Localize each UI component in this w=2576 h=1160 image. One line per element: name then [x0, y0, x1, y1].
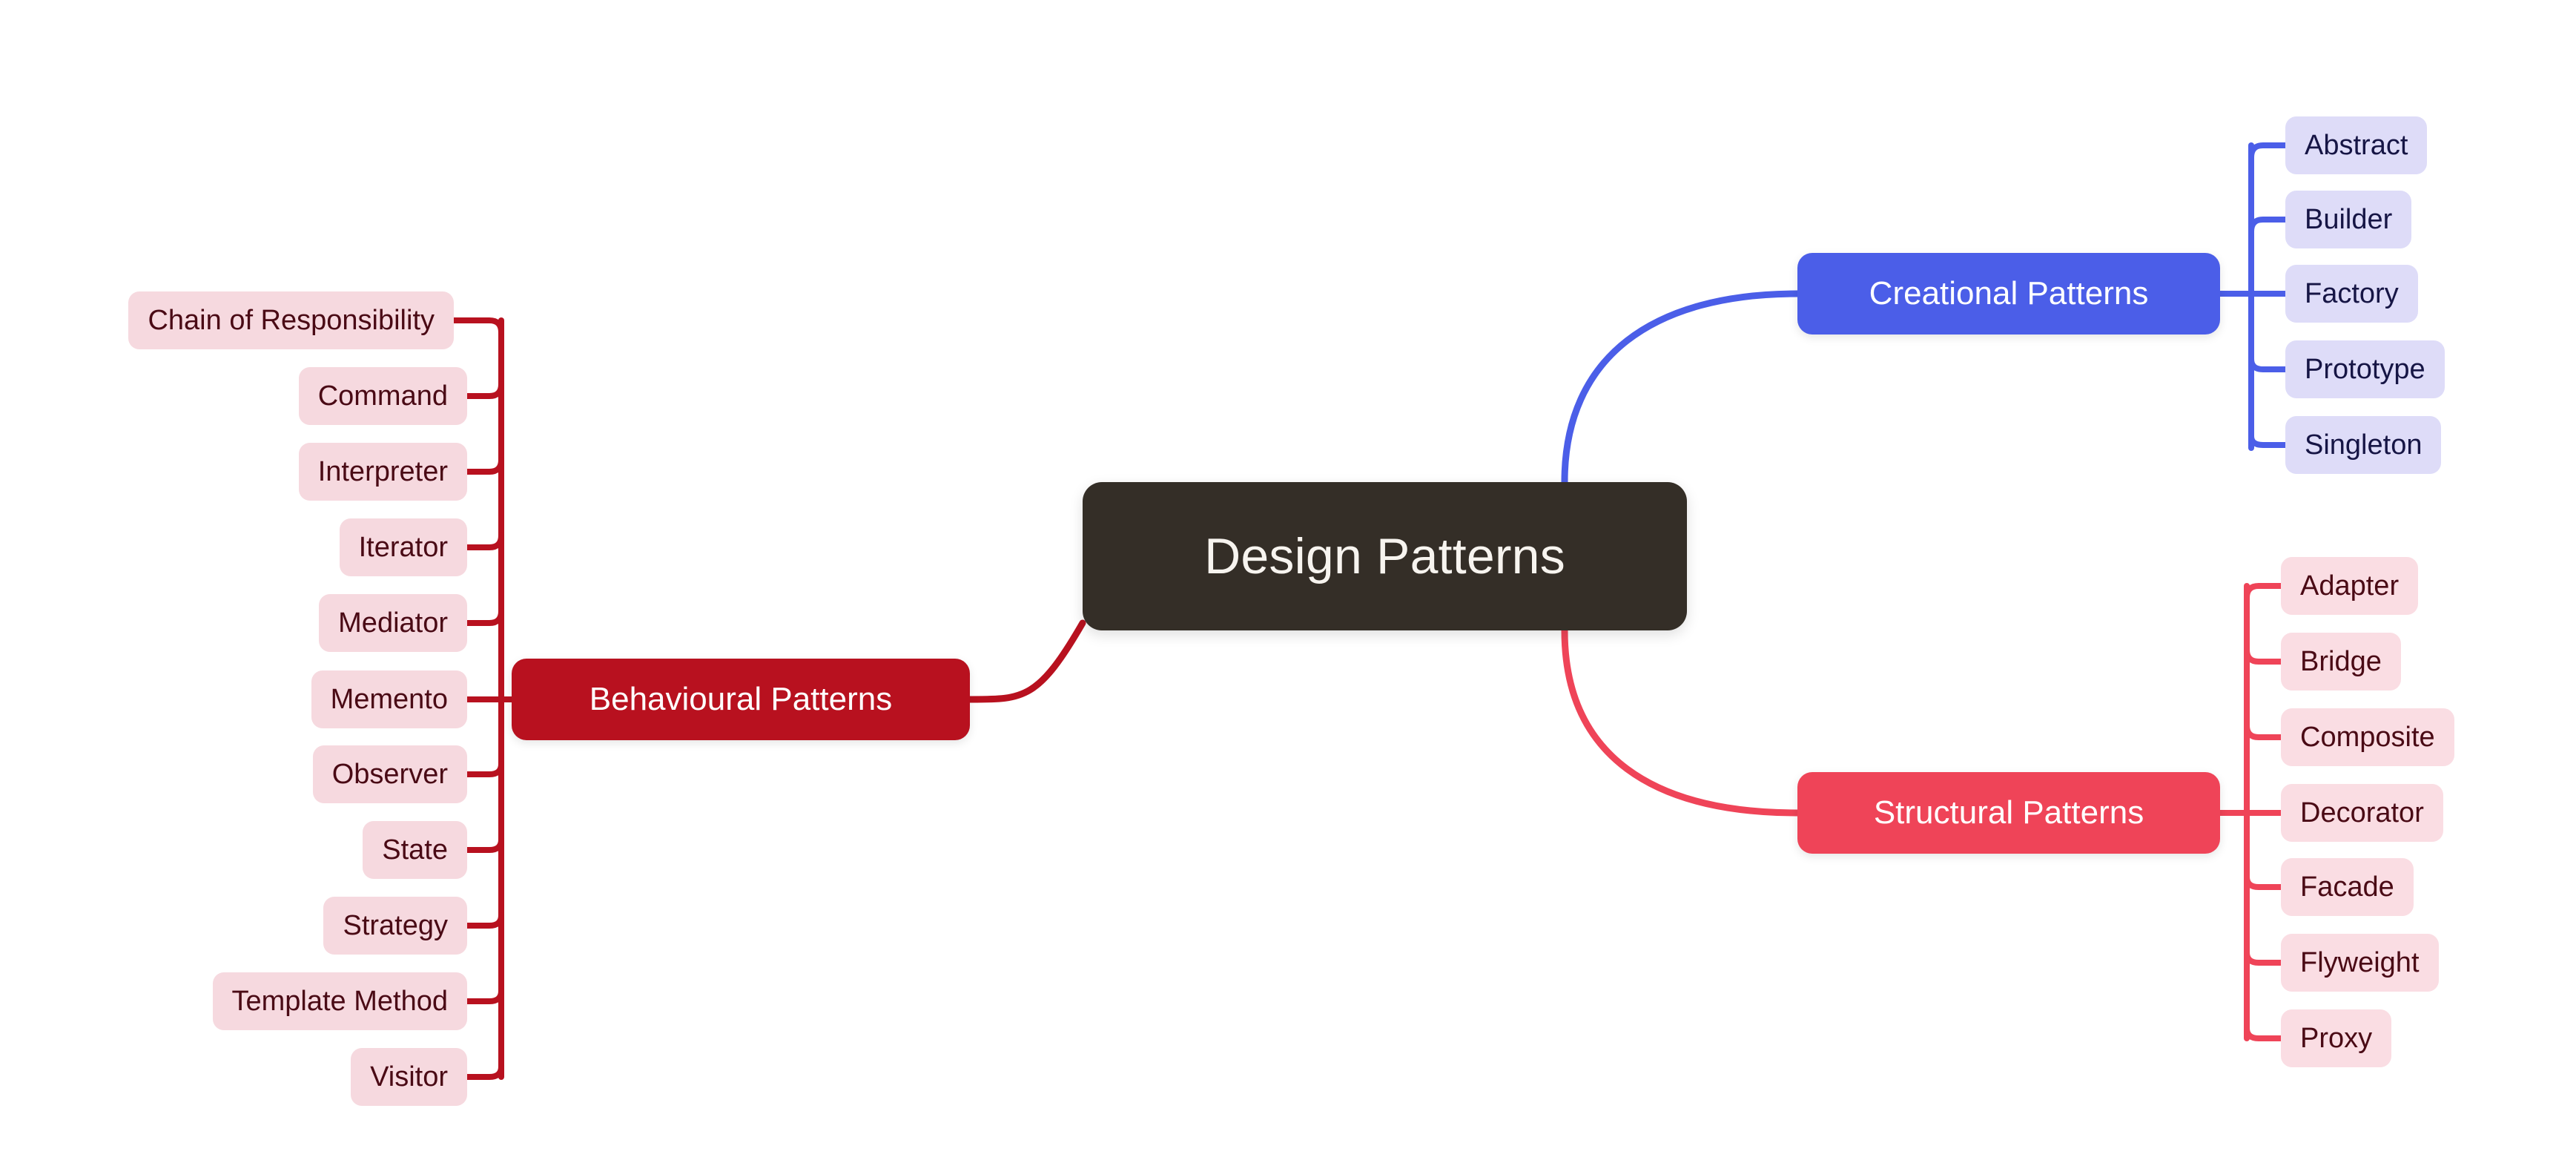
leaf-node-observer[interactable]: Observer	[312, 745, 467, 803]
connector-behavioural-leaf-0	[451, 317, 504, 335]
connector-root-structural	[1561, 627, 1801, 817]
branch-node-structural-patterns[interactable]: Structural Patterns	[1797, 772, 2220, 854]
leaf-node-label: Builder	[2305, 203, 2393, 235]
connector-behavioural-leaf-6	[464, 761, 504, 777]
leaf-node-label: Template Method	[231, 985, 449, 1017]
connector-structural-leaf-0	[2244, 583, 2284, 601]
leaf-node-factory[interactable]: Factory	[2285, 265, 2418, 323]
root-node-label: Design Patterns	[1204, 528, 1565, 584]
leaf-node-label: Bridge	[2300, 645, 2382, 677]
leaf-node-memento[interactable]: Memento	[311, 670, 467, 728]
connector-structural-leaf-5	[2244, 949, 2284, 966]
connector-structural-leaf-2	[2244, 722, 2284, 740]
leaf-node-mediator[interactable]: Mediator	[319, 594, 467, 652]
leaf-node-visitor[interactable]: Visitor	[351, 1048, 467, 1106]
leaf-node-label: Iterator	[358, 531, 448, 563]
connector-behavioural-leaf-7	[464, 837, 504, 853]
connector-root-creational	[1561, 290, 1801, 486]
root-node-design-patterns[interactable]: Design Patterns	[1083, 482, 1687, 630]
leaf-node-label: Decorator	[2300, 797, 2424, 828]
connector-behavioural-leaf-9	[464, 988, 504, 1004]
leaf-node-label: Singleton	[2305, 429, 2423, 461]
leaf-node-command[interactable]: Command	[298, 367, 467, 425]
leaf-node-abstract[interactable]: Abstract	[2285, 116, 2428, 174]
leaf-node-label: Chain of Responsibility	[148, 304, 435, 336]
leaf-node-singleton[interactable]: Singleton	[2285, 416, 2442, 474]
connector-behavioural-leaf-3	[464, 533, 504, 550]
connector-behavioural-leaf-4	[464, 608, 504, 626]
connector-creational-leaf-3	[2248, 356, 2288, 372]
leaf-node-chain-of-responsibility[interactable]: Chain of Responsibility	[128, 291, 454, 349]
leaf-node-composite[interactable]: Composite	[2281, 708, 2454, 766]
connector-creational-leaf-4	[2248, 433, 2288, 448]
connector-creational-leaf-1	[2248, 217, 2288, 232]
leaf-node-label: Mediator	[338, 607, 448, 639]
leaf-node-label: Memento	[330, 683, 448, 715]
branch-node-creational-patterns[interactable]: Creational Patterns	[1797, 253, 2220, 335]
leaf-node-label: Visitor	[370, 1061, 448, 1093]
leaf-node-label: Proxy	[2300, 1022, 2373, 1054]
branch-node-label: Structural Patterns	[1873, 794, 2144, 831]
leaf-node-decorator[interactable]: Decorator	[2281, 784, 2443, 842]
leaf-node-adapter[interactable]: Adapter	[2281, 557, 2419, 615]
leaf-node-facade[interactable]: Facade	[2281, 858, 2414, 916]
leaf-node-flyweight[interactable]: Flyweight	[2281, 934, 2439, 992]
leaf-node-label: Facade	[2300, 871, 2394, 903]
leaf-node-label: Interpreter	[317, 455, 448, 487]
leaf-node-label: Observer	[331, 758, 448, 790]
connector-creational-leaf-0	[2248, 142, 2288, 171]
connector-behavioural-leaf-8	[464, 912, 504, 929]
connector-structural-leaf-6	[2244, 1025, 2284, 1041]
branch-node-label: Behavioural Patterns	[589, 681, 893, 717]
leaf-node-proxy[interactable]: Proxy	[2281, 1009, 2392, 1067]
leaf-node-label: Factory	[2305, 277, 2399, 309]
leaf-node-state[interactable]: State	[363, 821, 467, 879]
leaf-node-prototype[interactable]: Prototype	[2285, 340, 2445, 398]
connector-behavioural-leaf-2	[464, 457, 504, 475]
leaf-node-bridge[interactable]: Bridge	[2281, 633, 2401, 691]
branch-node-label: Creational Patterns	[1869, 275, 2149, 312]
leaf-node-label: Strategy	[343, 909, 448, 941]
leaf-node-label: Flyweight	[2300, 946, 2420, 978]
leaf-node-template-method[interactable]: Template Method	[212, 972, 467, 1030]
leaf-node-label: Abstract	[2305, 129, 2408, 161]
leaf-node-label: State	[382, 834, 448, 866]
leaf-node-label: Composite	[2300, 721, 2435, 753]
leaf-node-builder[interactable]: Builder	[2285, 191, 2412, 248]
leaf-node-interpreter[interactable]: Interpreter	[298, 443, 467, 501]
connector-behavioural-leaf-1	[464, 381, 504, 399]
connector-structural-leaf-1	[2244, 647, 2284, 665]
leaf-node-label: Prototype	[2305, 353, 2425, 385]
leaf-node-strategy[interactable]: Strategy	[323, 897, 467, 955]
connector-behavioural-leaf-10	[464, 1064, 504, 1080]
connector-root-behavioural	[966, 619, 1086, 703]
branch-node-behavioural-patterns[interactable]: Behavioural Patterns	[512, 659, 970, 740]
leaf-node-iterator[interactable]: Iterator	[339, 518, 467, 576]
leaf-node-label: Adapter	[2300, 570, 2400, 602]
leaf-node-label: Command	[317, 380, 448, 412]
connector-structural-leaf-4	[2244, 874, 2284, 890]
